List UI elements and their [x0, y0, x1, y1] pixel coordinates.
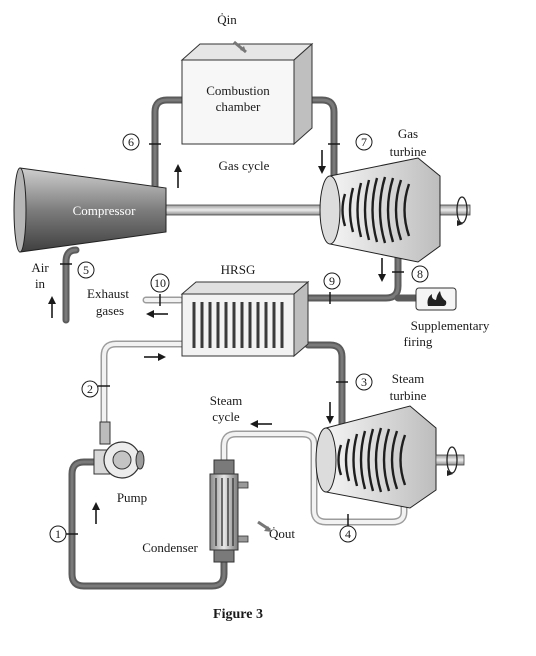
condenser-label: Condenser — [142, 540, 198, 555]
gas-cycle-label: Gas cycle — [219, 158, 270, 173]
pump: Pump — [93, 421, 147, 505]
state-point-6-label: 6 — [128, 135, 134, 149]
state-point-2-label: 2 — [87, 382, 93, 396]
gas-turbine-label-2: turbine — [390, 144, 427, 159]
combustion-chamber: Combustion chamber — [180, 42, 314, 146]
state-points: 1 2 3 4 5 6 7 — [49, 133, 429, 543]
gas-turbine-output-shaft — [439, 204, 471, 216]
exhaust-gases-label-1: Exhaust — [87, 286, 129, 301]
state-point-1: 1 — [49, 525, 78, 543]
hrsg-tube-bank — [192, 302, 284, 348]
flow-arrows — [48, 150, 386, 524]
state-point-2: 2 — [81, 380, 110, 398]
steam-turbine-label-1: Steam — [392, 371, 425, 386]
state-point-9: 9 — [323, 272, 341, 304]
state-point-7-label: 7 — [361, 135, 367, 149]
gas-turbine — [319, 157, 468, 263]
steam-cycle-pipes — [68, 296, 408, 590]
condenser: Condenser — [142, 459, 249, 563]
hrsg: HRSG — [180, 262, 310, 358]
state-point-10-label: 10 — [154, 276, 166, 290]
hrsg-label: HRSG — [221, 262, 256, 277]
state-point-9-label: 9 — [329, 274, 335, 288]
state-point-4: 4 — [339, 514, 357, 543]
pump-label: Pump — [117, 490, 147, 505]
state-point-3-label: 3 — [361, 375, 367, 389]
state-point-8-label: 8 — [417, 267, 423, 281]
state-point-10: 10 — [150, 273, 170, 306]
air-in-label-1: Air — [31, 260, 49, 275]
compressor: Compressor — [13, 167, 167, 253]
state-point-4-label: 4 — [345, 527, 351, 541]
steam-cycle-label-1: Steam — [210, 393, 243, 408]
combustion-chamber-label-1: Combustion — [206, 83, 270, 98]
combustion-chamber-label-2: chamber — [216, 99, 261, 114]
exhaust-gases-label-2: gases — [96, 303, 124, 318]
steam-turbine-label-2: turbine — [390, 388, 427, 403]
supplementary-firing-label-1: Supplementary — [411, 318, 490, 333]
steam-turbine — [315, 405, 465, 509]
gas-turbine-label-1: Gas — [398, 126, 418, 141]
heat-out-arrowhead — [264, 526, 272, 532]
flame-icon — [427, 291, 447, 306]
state-point-5: 5 — [60, 261, 95, 279]
state-point-7: 7 — [328, 133, 373, 151]
compressor-label: Compressor — [73, 203, 137, 218]
steam-cycle-label-2: cycle — [212, 409, 240, 424]
heat-out-label: Q̇out — [269, 526, 295, 541]
heat-in-arrowhead — [240, 46, 246, 52]
state-point-5-label: 5 — [83, 263, 89, 277]
figure-caption: Figure 3 — [213, 607, 263, 622]
supplementary-burner — [415, 287, 457, 311]
state-point-8: 8 — [392, 265, 429, 283]
state-point-6: 6 — [122, 133, 161, 151]
steam-turbine-blades — [337, 427, 407, 493]
state-point-3: 3 — [336, 373, 373, 391]
air-in-label-2: in — [35, 276, 46, 291]
gas-turbine-blades — [341, 176, 411, 244]
supplementary-firing-label-2: firing — [404, 334, 433, 349]
heat-in-label: Q̇in — [217, 12, 237, 27]
state-point-1-label: 1 — [55, 527, 61, 541]
gas-cycle-pipes — [62, 96, 420, 434]
